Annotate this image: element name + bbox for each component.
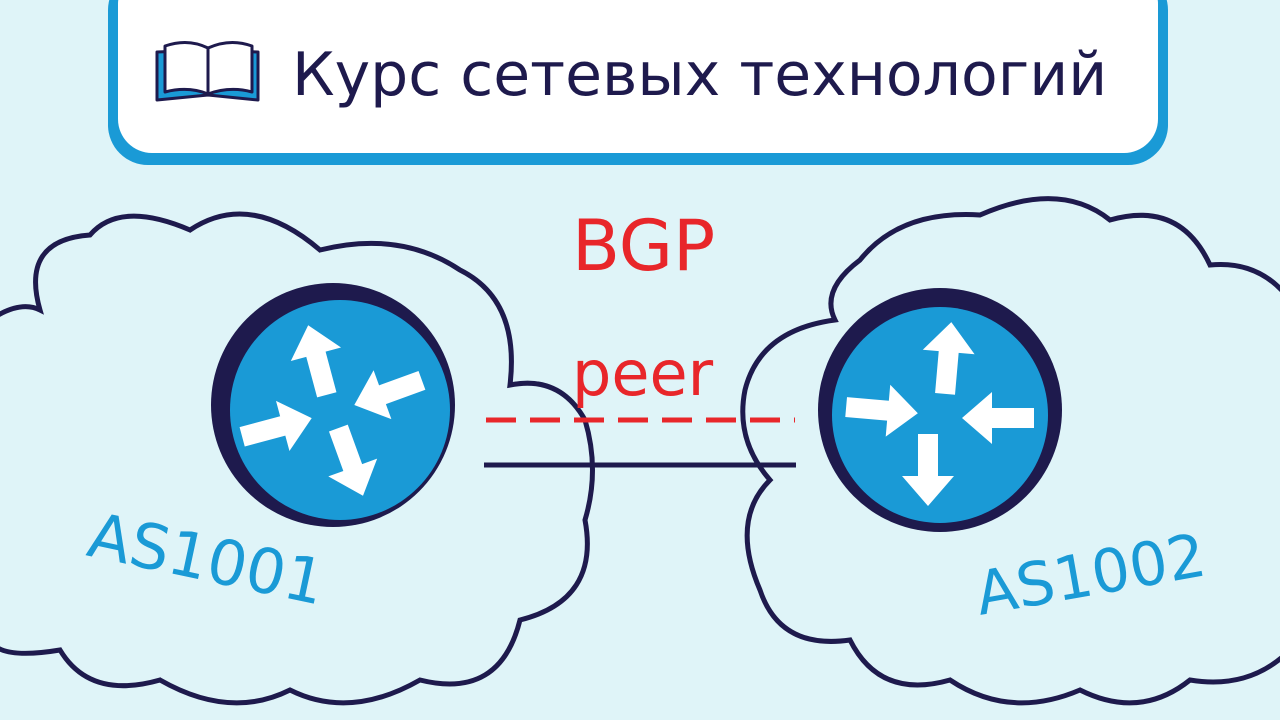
page-title: Курс сетевых технологий (292, 40, 1107, 110)
right-as-label: AS1002 (970, 521, 1210, 630)
router-right[interactable] (818, 288, 1062, 532)
cloud-as1001 (0, 211, 595, 706)
header-box (118, 0, 1158, 153)
relation-label: peer (572, 337, 714, 410)
router-arrows-icon (239, 325, 426, 496)
cloud-as1002 (740, 196, 1280, 706)
router-arrows-icon (845, 322, 1034, 506)
router-left[interactable] (211, 283, 455, 527)
book-icon (155, 41, 260, 102)
protocol-label: BGP (572, 205, 715, 287)
